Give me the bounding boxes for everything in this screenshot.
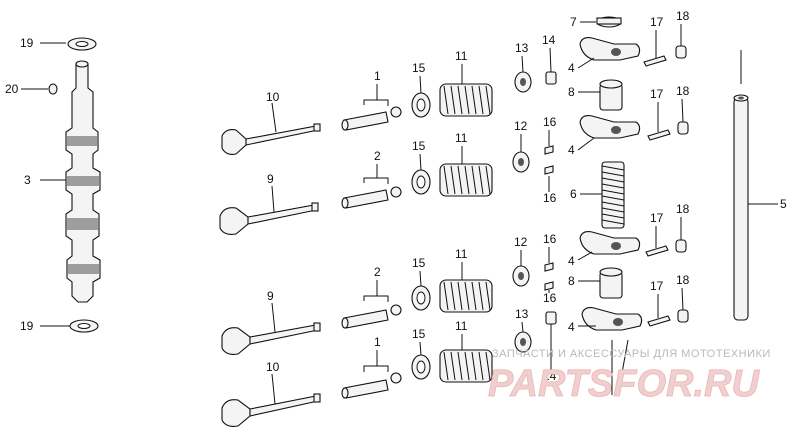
svg-text:15: 15 (412, 327, 426, 341)
cotter-a1 (544, 145, 554, 155)
stud-a: 17 (643, 15, 667, 67)
label-guide-c: 2 (374, 265, 381, 279)
locknut-b: 18 (676, 84, 690, 135)
svg-text:11: 11 (455, 49, 468, 63)
label-cam-pin: 20 (5, 82, 19, 96)
label-guide-d: 1 (374, 335, 381, 349)
locknut-c: 18 (675, 202, 690, 253)
svg-text:16: 16 (543, 232, 557, 246)
svg-text:8: 8 (568, 85, 575, 99)
svg-text:17: 17 (650, 211, 664, 225)
label-valve-exhaust-b: 9 (267, 289, 274, 303)
camshaft-assembly: 19 20 3 19 (5, 36, 101, 333)
washer-b: 15 (411, 139, 431, 195)
svg-text:4: 4 (568, 61, 575, 75)
spring-c: 11 (439, 247, 493, 313)
svg-text:18: 18 (676, 273, 690, 287)
svg-text:14: 14 (542, 33, 556, 47)
watermark-brand: PARTSFOR.RU (488, 363, 760, 405)
svg-text:18: 18 (676, 9, 690, 23)
rocker-d (581, 307, 643, 331)
cotter-b2 (544, 281, 554, 291)
spring-b: 11 (439, 131, 493, 197)
svg-text:18: 18 (676, 84, 690, 98)
watermark-caption: ЗАПЧАСТИ И АКСЕССУАРЫ ДЛЯ МОТОТЕХНИКИ (492, 348, 771, 360)
return-spring: 6 (570, 161, 625, 229)
guide-a: 1 (341, 69, 402, 131)
svg-text:13: 13 (515, 41, 529, 55)
guide-b: 2 (341, 149, 402, 209)
guide-c: 2 (341, 265, 402, 329)
cotter-b1 (544, 262, 554, 272)
label-pushrod: 5 (780, 197, 787, 211)
svg-text:11: 11 (455, 319, 468, 333)
svg-text:6: 6 (570, 187, 577, 201)
spring-d: 11 (439, 319, 493, 383)
spring-seat-washers: 15 15 15 15 (411, 61, 431, 380)
label-cam-washer-top: 19 (20, 36, 34, 50)
svg-text:7: 7 (570, 15, 577, 29)
valve-guides: 1 2 2 1 (341, 69, 402, 399)
svg-text:16: 16 (543, 115, 557, 129)
valves: 10 9 9 10 (219, 90, 321, 427)
svg-text:13: 13 (515, 307, 529, 321)
valve-exhaust-b: 9 (221, 289, 321, 355)
svg-text:17: 17 (650, 279, 664, 293)
retainers: 13 14 12 16 16 12 16 16 13 (512, 33, 557, 383)
valve-intake-bottom: 10 (221, 360, 321, 427)
valve-exhaust-a: 9 (219, 172, 319, 235)
svg-text:15: 15 (412, 139, 426, 153)
svg-text:4: 4 (568, 254, 575, 268)
washer-a: 15 (411, 61, 431, 118)
locknut-a: 18 (675, 9, 690, 59)
cam-pin (48, 83, 58, 95)
rocker-c (579, 231, 641, 255)
stud-b: 17 (647, 87, 671, 141)
rocker-b (579, 115, 641, 139)
nut-a (545, 71, 557, 85)
label-valve-intake-bottom: 10 (266, 360, 280, 374)
label-valve-exhaust-a: 9 (267, 172, 274, 186)
svg-text:12: 12 (514, 235, 528, 249)
stud-d: 17 (647, 279, 671, 327)
valve-springs: 11 11 11 11 (439, 49, 493, 383)
svg-text:18: 18 (676, 202, 690, 216)
washer-c: 15 (411, 256, 431, 311)
stud-c: 17 (645, 211, 669, 257)
svg-text:15: 15 (412, 61, 426, 75)
label-cam-washer-bottom: 19 (20, 319, 34, 333)
rocker-arms: 7 4 8 4 6 4 8 (568, 15, 643, 396)
svg-text:16: 16 (543, 291, 557, 305)
nut-d (545, 311, 557, 325)
rocker-a (579, 37, 641, 61)
locknut-d: 18 (676, 273, 690, 323)
svg-text:17: 17 (650, 15, 664, 29)
svg-text:12: 12 (514, 119, 528, 133)
label-guide-b: 2 (374, 149, 381, 163)
svg-text:14: 14 (543, 369, 557, 383)
guide-d: 1 (341, 335, 402, 399)
label-camshaft: 3 (24, 173, 31, 187)
svg-text:8: 8 (568, 274, 575, 288)
spring-a: 11 (439, 49, 493, 117)
svg-text:15: 15 (412, 256, 426, 270)
svg-text:16: 16 (543, 191, 557, 205)
valve-intake-top: 10 (221, 90, 321, 155)
studs-and-locknuts: 17 18 17 18 17 18 (643, 9, 690, 327)
watermark: ЗАПЧАСТИ И АКСЕССУАРЫ ДЛЯ МОТОТЕХНИКИ PA… (488, 348, 771, 405)
svg-text:11: 11 (455, 131, 468, 145)
svg-text:4: 4 (568, 143, 575, 157)
washer-d: 15 (411, 327, 431, 380)
label-valve-intake-top: 10 (266, 90, 280, 104)
cotter-a2 (544, 165, 554, 175)
svg-text:11: 11 (455, 247, 468, 261)
pushrod: 5 (733, 50, 787, 321)
svg-text:17: 17 (650, 87, 664, 101)
svg-text:4: 4 (568, 320, 575, 334)
label-guide-a: 1 (374, 69, 381, 83)
